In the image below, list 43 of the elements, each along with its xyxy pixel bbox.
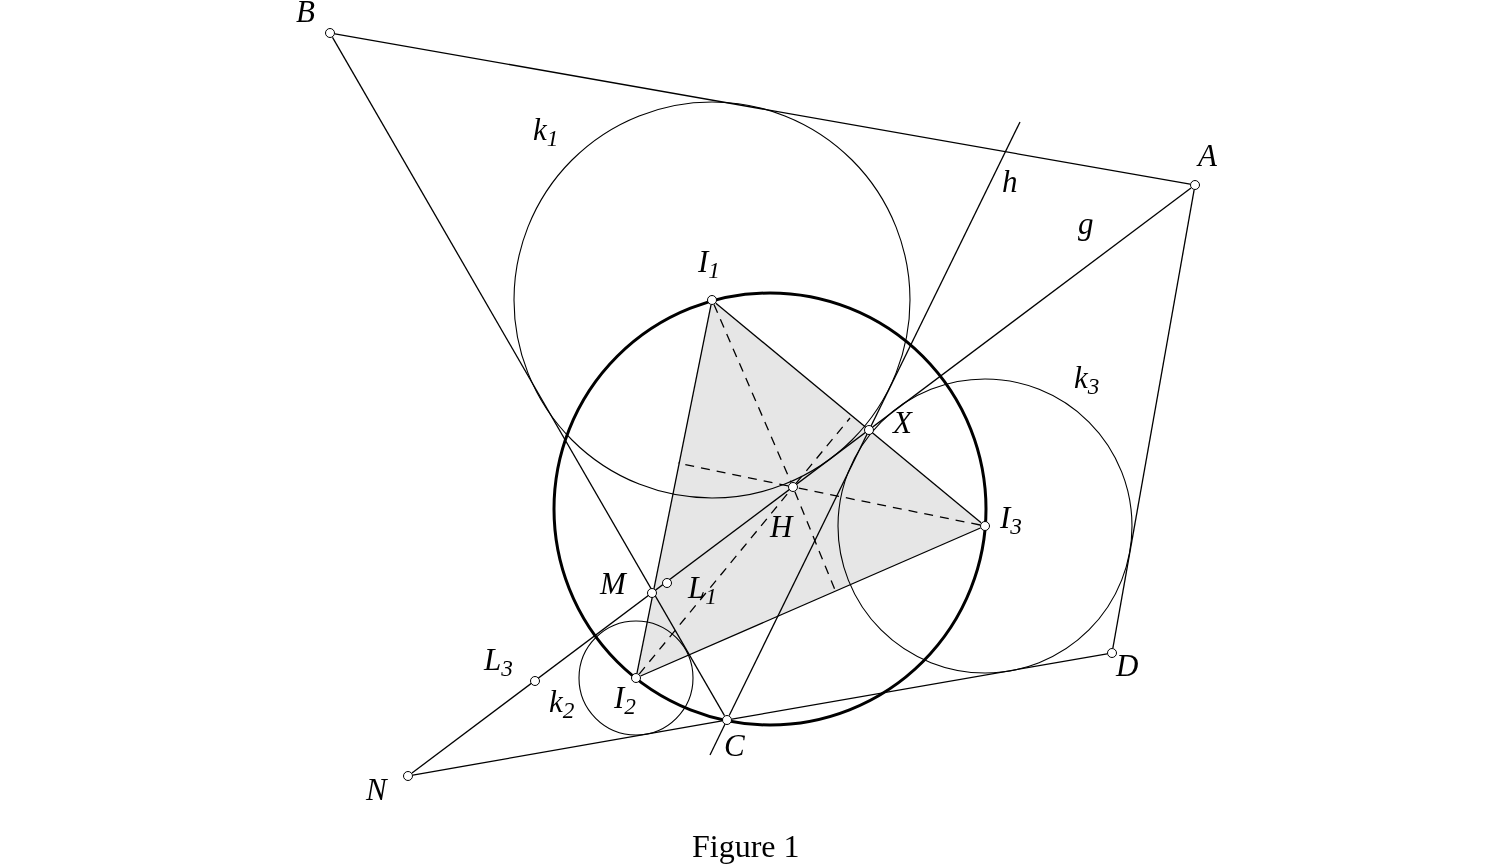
line-segment: [1112, 189, 1195, 649]
point-label: H: [770, 509, 793, 545]
line-segment: [331, 36, 726, 717]
point-marker: [788, 482, 798, 492]
line-segment: [411, 187, 1192, 774]
point-marker: [325, 28, 335, 38]
line-segment: [639, 527, 982, 677]
point-label: B: [296, 0, 315, 30]
circle-label: k$_{1}$: [533, 112, 559, 148]
point-label: L$_{1}$: [688, 570, 717, 606]
point-label: X: [893, 405, 912, 441]
line-segment: [731, 653, 1108, 720]
point-label: L$_{3}$: [484, 642, 513, 678]
circle-label: k$_{2}$: [549, 684, 575, 720]
dashed-line: [638, 417, 851, 675]
point-label: I$_{1}$: [698, 244, 720, 280]
point-marker: [864, 425, 874, 435]
line-segment: [728, 121, 1021, 717]
dashed-line: [677, 462, 981, 526]
point-label: I$_{2}$: [614, 680, 636, 716]
point-marker: [647, 588, 657, 598]
point-label: D: [1116, 648, 1139, 684]
point-marker: [403, 771, 413, 781]
point-label: C: [724, 728, 745, 764]
point-label: I$_{3}$: [1000, 500, 1022, 536]
line-segment: [412, 720, 723, 776]
point-marker: [662, 578, 672, 588]
dashed-line: [713, 303, 836, 591]
point-label: N: [366, 772, 387, 808]
point-marker: [707, 295, 717, 305]
point-label: A: [1198, 138, 1217, 174]
line-segment: [715, 302, 982, 524]
point-marker: [1190, 180, 1200, 190]
line-segment: [334, 33, 1191, 185]
point-marker: [1107, 648, 1117, 658]
point-marker: [980, 521, 990, 531]
line-segment: [636, 304, 712, 674]
caption: Figure 1: [692, 827, 800, 866]
point-marker: [631, 673, 641, 683]
point-label: M: [600, 566, 626, 602]
point-marker: [722, 715, 732, 725]
circle-label: k$_{3}$: [1074, 360, 1100, 396]
point-marker: [530, 676, 540, 686]
